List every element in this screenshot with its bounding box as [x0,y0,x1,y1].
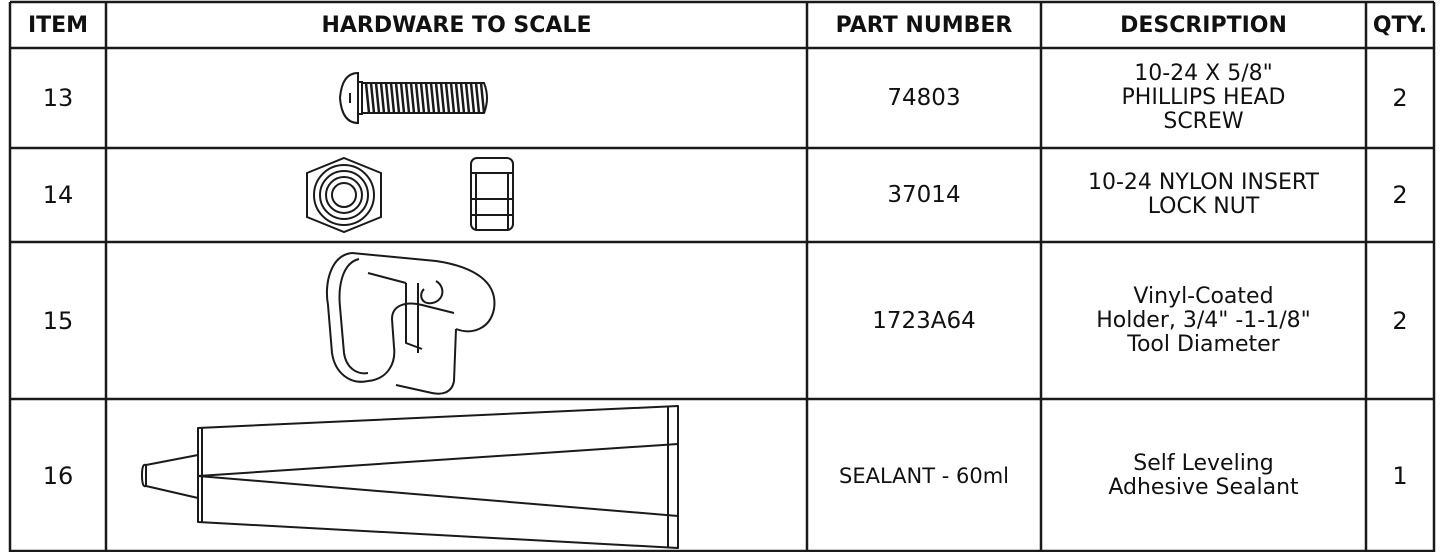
header-hardware: HARDWARE TO SCALE [321,12,592,38]
hardware-image-cell [106,149,807,241]
header-description: DESCRIPTION [1120,12,1287,38]
table-row: 16 SEALANT - 60ml Self Leveling Adhesive… [10,400,1434,552]
part-number: SEALANT - 60ml [839,464,1009,488]
sealant-tube-icon [141,405,679,549]
item-number: 16 [42,462,74,490]
quantity: 2 [1392,84,1408,112]
table-header-row: ITEM HARDWARE TO SCALE PART NUMBER DESCR… [10,3,1434,47]
description: Vinyl-Coated Holder, 3/4" -1-1/8" Tool D… [1096,283,1311,357]
header-item: ITEM [27,12,89,38]
header-part-number: PART NUMBER [835,12,1013,38]
quantity: 2 [1392,181,1408,209]
hardware-image-cell [106,49,807,147]
part-number: 1723A64 [872,307,976,334]
item-number: 13 [42,84,74,112]
nylon-lock-nut-icon [306,156,514,234]
part-number: 37014 [887,182,961,208]
table-row: 15 1723A64 Vinyl-Coated Holder, 3/4" -1-… [10,243,1434,398]
item-number: 15 [42,306,74,335]
tool-holder-clip-icon [325,252,496,395]
description: 10-24 X 5/8" PHILLIPS HEAD SCREW [1121,61,1286,134]
quantity: 2 [1392,306,1408,335]
phillips-head-screw-icon [338,71,488,125]
item-number: 14 [42,181,74,209]
table-row: 14 37014 10-24 NYLON INSERT L [10,149,1434,241]
header-qty: QTY. [1372,12,1428,38]
description: 10-24 NYLON INSERT LOCK NUT [1088,170,1319,219]
hardware-image-cell [106,243,807,398]
hardware-image-cell [106,400,807,552]
quantity: 1 [1392,462,1408,490]
table-row: 13 74803 10-24 X 5/8" PHILLIPS HEAD SCRE… [10,49,1434,147]
description: Self Leveling Adhesive Sealant [1108,451,1299,500]
part-number: 74803 [887,85,961,111]
